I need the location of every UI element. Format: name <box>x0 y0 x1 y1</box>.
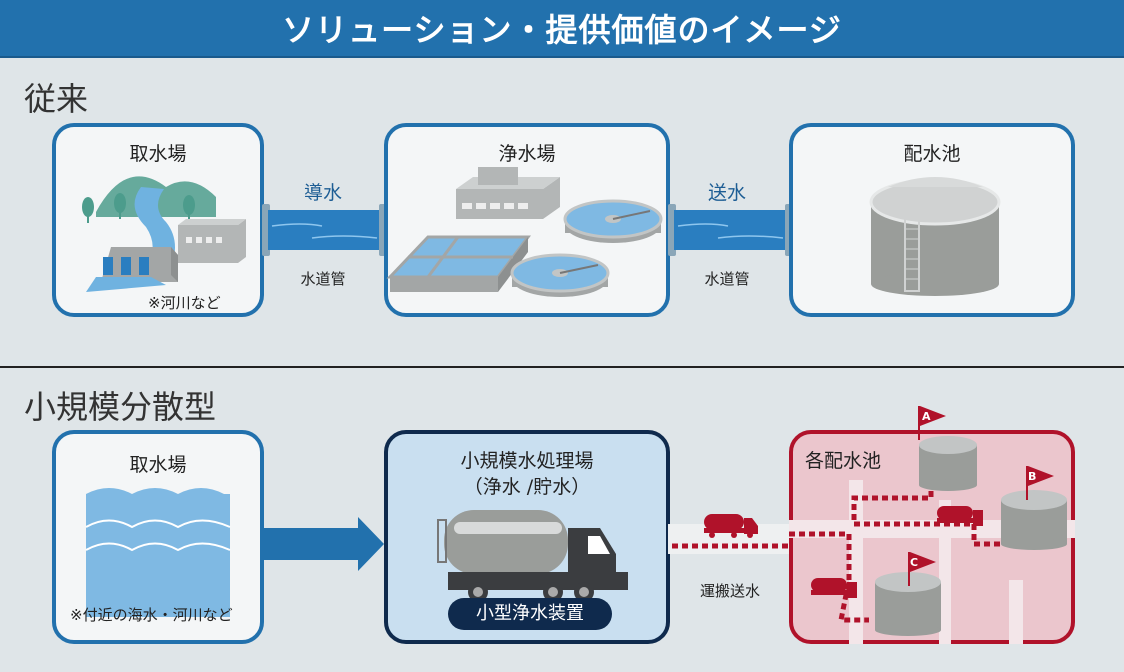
transport-label: 運搬送水 <box>699 582 760 600</box>
intake-note: ※付近の海水・河川など <box>70 606 233 624</box>
page-title: ソリューション・提供価値のイメージ <box>282 11 842 49</box>
water-pipe-icon <box>668 204 793 256</box>
flag-a-icon <box>918 406 946 440</box>
intake-note: ※河川など <box>148 294 221 312</box>
tanker-truck-icon <box>437 510 628 602</box>
small-plant-box: 小規模水処理場 （浄水 /貯水） 小型浄水装置 <box>384 430 670 644</box>
reservoir-tank-icon <box>869 177 1001 296</box>
purification-plant-box: 浄水場 <box>384 123 670 317</box>
river-dam-icon <box>82 176 246 292</box>
reservoirs-box: 各配水池 <box>789 430 1075 644</box>
reservoir-box: 配水池 <box>789 123 1075 317</box>
reservoir-tank-c <box>875 572 941 636</box>
flag-b-label: B <box>1028 470 1037 483</box>
reservoir-label: 配水池 <box>903 143 961 165</box>
pipe1-label: 導水 <box>303 182 342 204</box>
plant-label-line2: （浄水 /貯水） <box>463 476 591 498</box>
pipe2-label: 送水 <box>707 182 746 204</box>
distributed-intake-box: 取水場 ※付近の海水・河川など <box>52 430 264 644</box>
pipe2-sub: 水道管 <box>704 270 750 288</box>
reservoirs-label: 各配水池 <box>805 450 882 472</box>
section-title-conventional: 従来 <box>24 80 89 118</box>
tanker-truck-small <box>811 578 857 598</box>
device-badge: 小型浄水装置 <box>448 598 612 630</box>
pipe1-sub: 水道管 <box>300 270 346 288</box>
flow-arrow-icon <box>262 517 384 571</box>
flag-b-icon <box>1026 466 1054 500</box>
flag-c-icon <box>908 552 936 586</box>
header-banner: ソリューション・提供価値のイメージ <box>0 0 1124 58</box>
flag-c-label: C <box>910 556 919 569</box>
purification-label: 浄水場 <box>498 143 556 165</box>
water-waves-icon <box>85 488 231 617</box>
section-title-distributed: 小規模分散型 <box>24 388 217 426</box>
intake-label: 取水場 <box>129 143 187 165</box>
distribution-map-icon <box>789 436 1075 644</box>
flag-a-label: A <box>922 410 931 423</box>
intake-label: 取水場 <box>129 454 187 476</box>
water-pipe-icon <box>262 204 387 256</box>
tanker-truck-small <box>937 506 983 526</box>
conventional-intake-box: 取水場 ※河川など <box>52 123 264 317</box>
section-divider <box>0 366 1124 368</box>
reservoir-tank-b <box>1001 490 1067 550</box>
transport-route-icon <box>668 514 792 554</box>
plant-label-line1: 小規模水処理場 <box>460 450 594 472</box>
purification-plant-icon <box>386 167 663 297</box>
reservoir-tank-a <box>919 436 977 491</box>
